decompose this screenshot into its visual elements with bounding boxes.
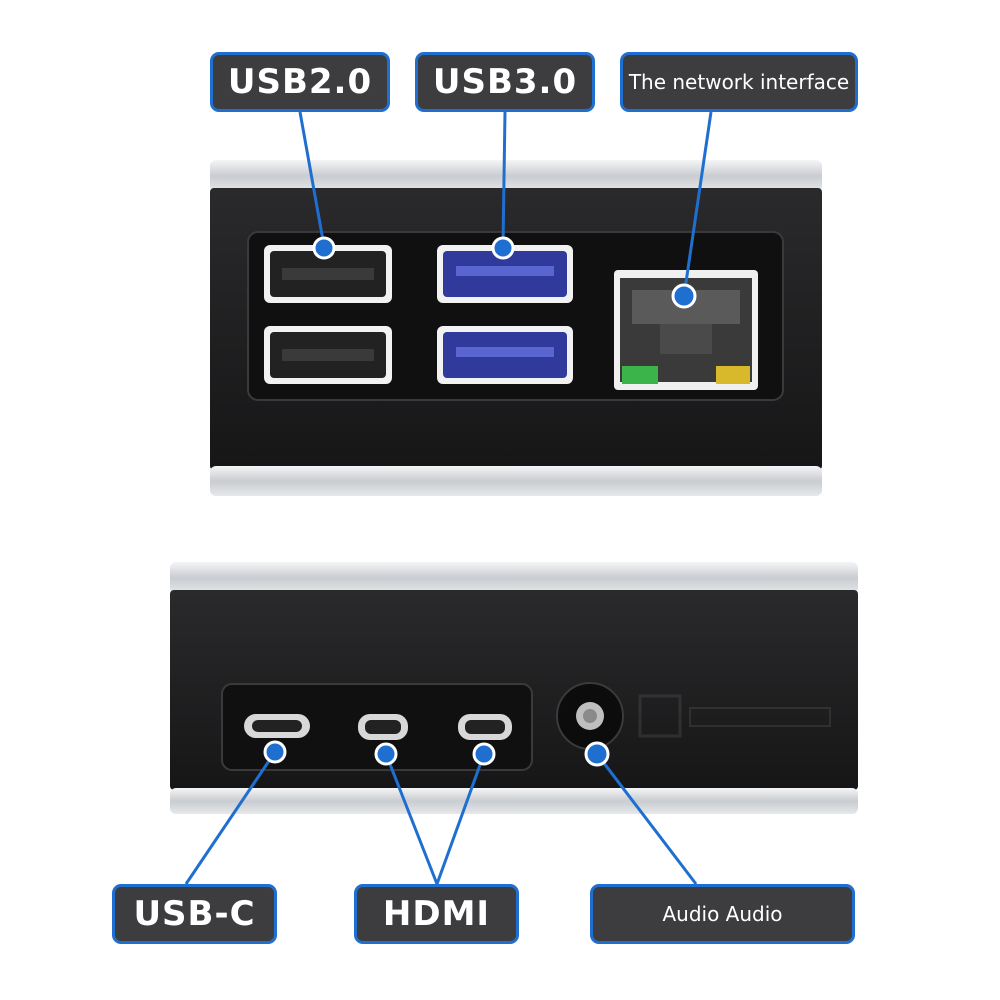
top-case-lid [210, 160, 822, 192]
callout-line-hdmi-1 [384, 753, 439, 885]
ethernet-led-yellow [716, 366, 750, 384]
usb3-port-upper [437, 245, 573, 303]
callout-dot-audio [584, 741, 610, 767]
label-usb2: USB2.0 [210, 52, 390, 112]
label-network: The network interface [620, 52, 858, 112]
usb2-port-upper [264, 245, 392, 303]
label-hdmi: HDMI [354, 884, 519, 944]
callout-dot-usbc [263, 740, 287, 764]
ethernet-led-green [622, 366, 658, 384]
hdmi-port-2 [458, 714, 512, 740]
callout-dot-usb2 [312, 236, 336, 260]
audio-jack [556, 682, 624, 750]
callout-dot-usb3 [491, 236, 515, 260]
label-usb3: USB3.0 [415, 52, 595, 112]
brand-logo-embossed [638, 694, 831, 738]
label-audio: Audio Audio [590, 884, 855, 944]
callout-line-network [682, 111, 713, 297]
callout-line-usb2 [298, 111, 326, 247]
callout-dot-network [671, 283, 697, 309]
hdmi-port-1 [358, 714, 408, 740]
callout-lines [184, 111, 713, 885]
callout-line-usb3 [501, 111, 507, 247]
usb3-port-lower [437, 326, 573, 384]
bottom-case-base [170, 788, 858, 814]
usbc-port [244, 714, 310, 738]
callout-dot-hdmi-1 [374, 742, 398, 766]
callout-line-hdmi-2 [435, 753, 486, 885]
bottom-case [170, 562, 858, 814]
label-usbc: USB-C [112, 884, 277, 944]
callout-dot-hdmi-2 [472, 742, 496, 766]
callout-dots [263, 236, 697, 767]
usb2-port-lower [264, 326, 392, 384]
top-case-base [210, 466, 822, 496]
callout-line-usbc [184, 751, 277, 885]
bottom-case-lid [170, 562, 858, 594]
callout-line-audio [595, 753, 698, 885]
